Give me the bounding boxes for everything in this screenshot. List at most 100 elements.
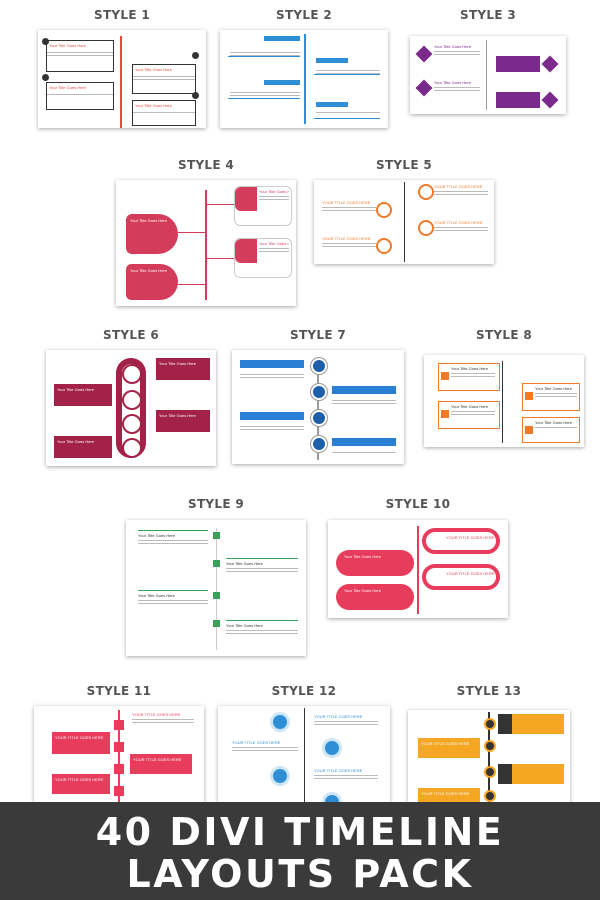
square-icon <box>213 532 220 539</box>
item-title: YOUR TITLE GOES HERE <box>434 184 483 189</box>
item-title: Your Title Goes Here <box>226 623 263 628</box>
item-title: Your Title Goes Here <box>57 439 94 444</box>
timeline-node <box>418 220 434 236</box>
circle-icon <box>311 384 327 400</box>
circle-icon <box>270 766 290 786</box>
diamond-icon <box>415 45 433 63</box>
item-title: Your Title Goes Here <box>138 533 175 538</box>
item-title: Your Title Goes Here <box>344 554 381 559</box>
circle-icon <box>122 414 142 434</box>
item-title: YOUR TITLE GOES HERE <box>434 220 483 225</box>
item-title: YOUR TITLE GOES HERE <box>446 571 495 576</box>
item-title: YOUR TITLE GOES HERE <box>55 777 104 782</box>
item-title: YOUR TITLE GOES HERE <box>133 757 182 762</box>
item-title: YOUR TITLE GOES HERE <box>132 712 181 717</box>
style-8-card[interactable]: Your Title Goes Here Your Title Goes Her… <box>424 355 584 447</box>
circle-icon <box>311 358 327 374</box>
square-icon <box>114 786 124 796</box>
square-icon <box>213 592 220 599</box>
item-title: YOUR TITLE GOES HERE <box>314 714 363 719</box>
item-title: Your Title Goes Here <box>49 85 86 90</box>
item-title: Your Title Goes Here <box>226 561 263 566</box>
item-title: Your Title Goes Here <box>451 404 488 409</box>
circle-icon <box>484 766 496 778</box>
circle-icon <box>484 790 496 802</box>
circle-icon <box>311 436 327 452</box>
circle-icon <box>484 740 496 752</box>
style-4-card[interactable]: Your Title Goes Here Your Title Goes Her… <box>116 180 296 306</box>
item-title: Your Title Goes Here <box>159 413 196 418</box>
item-title: YOUR TITLE GOES HERE <box>314 768 363 773</box>
banner-title-line-1: 40 DIVI TIMELINE <box>95 810 505 854</box>
item-title: YOUR TITLE GOES HERE <box>322 200 371 205</box>
style-9-label: STYLE 9 <box>188 497 244 511</box>
square-icon <box>213 560 220 567</box>
item-title: YOUR TITLE GOES HERE <box>322 236 371 241</box>
circle-icon <box>42 38 49 45</box>
item-title: Your Title Goes Here <box>135 67 172 72</box>
style-5-card[interactable]: YOUR TITLE GOES HERE YOUR TITLE GOES HER… <box>314 180 494 264</box>
item-title: Your Title Goes Here <box>159 361 196 366</box>
style-2-label: STYLE 2 <box>276 8 332 22</box>
style-1-card[interactable]: Your Title Goes Here Your Title Goes Her… <box>38 30 206 128</box>
style-7-label: STYLE 7 <box>290 328 346 342</box>
circle-icon <box>311 410 327 426</box>
item-title: Your Title Goes Here <box>344 588 381 593</box>
style-8-label: STYLE 8 <box>476 328 532 342</box>
style-3-card[interactable]: Your Title Goes Here Your Title Goes Her… <box>410 36 566 114</box>
style-13-label: STYLE 13 <box>456 684 522 698</box>
item-title: Your Title Goes Here <box>130 218 167 223</box>
item-title: Your Title Goes Here <box>451 366 488 371</box>
timeline-node <box>376 202 392 218</box>
item-title: YOUR TITLE GOES HERE <box>421 791 470 796</box>
circle-icon <box>122 390 142 410</box>
banner-title-line-2: LAYOUTS PACK <box>126 852 474 896</box>
circle-icon <box>270 712 290 732</box>
timeline-node <box>418 184 434 200</box>
item-title: YOUR TITLE GOES HERE <box>446 535 495 540</box>
item-title: Your Title Goes Here <box>259 189 289 194</box>
item-title: Your Title Goes Here <box>434 44 471 49</box>
style-3-label: STYLE 3 <box>460 8 516 22</box>
circle-icon <box>122 364 142 384</box>
item-title: Your Title Goes Here <box>434 80 471 85</box>
diamond-icon <box>541 55 559 73</box>
item-title: Your Title Goes Here <box>259 241 289 246</box>
circle-icon <box>122 438 142 458</box>
timeline-node <box>376 238 392 254</box>
style-6-label: STYLE 6 <box>103 328 159 342</box>
style-5-label: STYLE 5 <box>376 158 432 172</box>
square-icon <box>114 764 124 774</box>
item-title: Your Title Goes Here <box>49 43 86 48</box>
item-title: Your Title Goes Here <box>138 593 175 598</box>
style-13-card[interactable]: YOUR TITLE GOES HERE YOUR TITLE GOES HER… <box>408 710 570 802</box>
circle-icon <box>484 718 496 730</box>
item-title: Your Title Goes Here <box>535 420 572 425</box>
style-11-card[interactable]: YOUR TITLE GOES HERE YOUR TITLE GOES HER… <box>34 706 204 802</box>
circle-icon <box>42 74 49 81</box>
circle-icon <box>192 92 199 99</box>
item-title: Your Title Goes Here <box>135 103 172 108</box>
promo-banner: 40 DIVI TIMELINE LAYOUTS PACK <box>0 802 600 900</box>
item-title: YOUR TITLE GOES HERE <box>421 741 470 746</box>
item-title: Your Title Goes Here <box>130 268 167 273</box>
item-title: Your Title Goes Here <box>535 386 572 391</box>
style-4-label: STYLE 4 <box>178 158 234 172</box>
style-7-card[interactable] <box>232 350 404 464</box>
square-icon <box>213 620 220 627</box>
style-2-card[interactable] <box>220 30 388 128</box>
circle-icon <box>322 792 342 802</box>
style-1-label: STYLE 1 <box>94 8 150 22</box>
item-title: YOUR TITLE GOES HERE <box>232 740 281 745</box>
square-icon <box>114 742 124 752</box>
style-6-card[interactable]: Your Title Goes Here Your Title Goes Her… <box>46 350 216 466</box>
item-title: YOUR TITLE GOES HERE <box>55 735 104 740</box>
style-12-card[interactable]: YOUR TITLE GOES HERE YOUR TITLE GOES HER… <box>218 706 390 802</box>
style-10-card[interactable]: YOUR TITLE GOES HERE Your Title Goes Her… <box>328 520 508 618</box>
style-10-label: STYLE 10 <box>385 497 451 511</box>
style-11-label: STYLE 11 <box>86 684 152 698</box>
style-9-card[interactable]: Your Title Goes Here Your Title Goes Her… <box>126 520 306 656</box>
square-icon <box>114 720 124 730</box>
diamond-icon <box>415 79 433 97</box>
diamond-icon <box>541 91 559 109</box>
